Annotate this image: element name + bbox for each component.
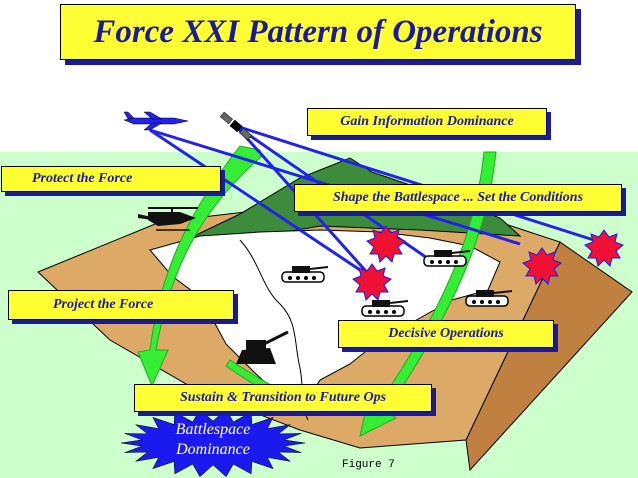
page-title: Force XXI Pattern of Operations	[60, 4, 576, 60]
tank-icon	[465, 290, 513, 307]
artillery-icon	[236, 330, 289, 364]
explosion-icon	[584, 229, 624, 267]
explosion-icon	[522, 247, 562, 285]
label-sustain-transition: Sustain & Transition to Future Ops	[134, 384, 432, 412]
label-shape-the-battlespace: Shape the Battlespace ... Set the Condit…	[294, 184, 622, 212]
battlespace-dominance-burst	[120, 408, 306, 478]
tank-icon	[423, 250, 471, 267]
aircraft-icon	[123, 111, 189, 131]
explosion-icon	[366, 225, 406, 263]
explosion-icon	[352, 263, 392, 301]
label-gain-information-dominance: Gain Information Dominance	[307, 108, 547, 136]
helicopter-icon	[138, 207, 198, 231]
battlespace-dominance-line1: Battlespace	[175, 421, 251, 438]
tank-icon	[361, 300, 409, 317]
label-decisive-operations: Decisive Operations	[338, 320, 554, 348]
battlespace-dominance-line2: Dominance	[176, 441, 250, 458]
label-project-the-force: Project the Force	[8, 290, 234, 320]
figure-label: Figure 7	[342, 459, 395, 471]
label-protect-the-force: Protect the Force	[1, 166, 221, 192]
satellite-icon	[219, 111, 253, 141]
battlespace-dominance-label: Battlespace Dominance	[150, 420, 276, 466]
tank-icon	[281, 266, 329, 283]
